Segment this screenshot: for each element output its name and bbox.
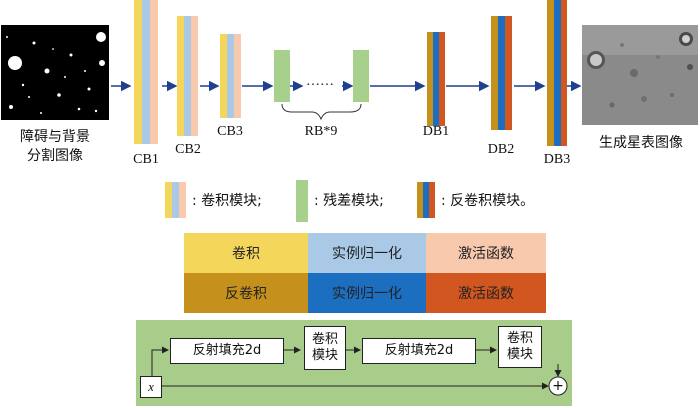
db1-block: [427, 32, 445, 126]
generated-surface-art: [582, 25, 698, 125]
legend-conv-text: : 卷积模块;: [192, 193, 262, 209]
conv-module-1-line2: 模块: [311, 348, 338, 363]
output-caption: 生成星表图像: [599, 135, 683, 151]
input-caption: 障碍与背景 分割图像: [8, 128, 102, 166]
legend-deconv-text: : 反卷积模块。: [441, 193, 535, 209]
cell-act-1: 激活函数: [426, 233, 546, 273]
reflection-pad-2: 反射填充2d: [362, 338, 476, 364]
db2-block: [491, 16, 512, 130]
plus-sign: +: [552, 378, 564, 394]
segmentation-image: [1, 25, 109, 120]
conv-module-1: 卷积 模块: [304, 326, 346, 370]
conv-module-2: 卷积 模块: [498, 326, 542, 368]
conv-module-2-line2: 模块: [506, 347, 533, 362]
db3-block: [547, 0, 567, 146]
add-node: [548, 376, 568, 396]
residual-connections: [151, 346, 568, 396]
rb-brace: [281, 103, 362, 121]
cb3-block: [220, 34, 241, 118]
label-cb2: CB2: [175, 142, 201, 157]
rb-block-last: [353, 50, 369, 102]
rb-block-first: [274, 50, 290, 102]
cell-deconv: 反卷积: [184, 273, 308, 313]
conv-module-2-line1: 卷积: [506, 331, 533, 346]
input-caption-line2: 分割图像: [27, 148, 83, 164]
cb2-block: [177, 16, 198, 136]
cell-norm-2: 实例归一化: [308, 273, 426, 313]
legend-res-text: : 残差模块;: [314, 193, 384, 209]
label-cb1: CB1: [133, 152, 159, 167]
legend-res-swatch: [296, 180, 308, 222]
segmentation-image-art: [6, 32, 106, 114]
rb-dots: ……: [306, 74, 334, 89]
legend-deconv-swatch: [417, 182, 435, 218]
label-cb3: CB3: [217, 124, 243, 139]
input-caption-line1: 障碍与背景: [20, 129, 90, 145]
label-rb: RB*9: [304, 124, 338, 139]
reflection-pad-1: 反射填充2d: [170, 338, 284, 364]
component-table: 卷积 实例归一化 激活函数 反卷积 实例归一化 激活函数: [184, 233, 546, 313]
cell-act-2: 激活函数: [426, 273, 546, 313]
label-db2: DB2: [487, 142, 515, 157]
label-db3: DB3: [543, 152, 571, 167]
cb1-block: [134, 0, 158, 144]
conv-module-1-line1: 卷积: [311, 332, 338, 347]
cell-norm-1: 实例归一化: [308, 233, 426, 273]
legend-conv-swatch: [165, 182, 186, 218]
network-diagram: [111, 0, 582, 222]
label-db1: DB1: [422, 124, 450, 139]
generated-surface-image: [582, 25, 698, 125]
residual-block-panel: 反射填充2d 卷积 模块 反射填充2d 卷积 模块 x +: [136, 320, 572, 406]
cell-conv: 卷积: [184, 233, 308, 273]
input-x: x: [140, 376, 162, 398]
